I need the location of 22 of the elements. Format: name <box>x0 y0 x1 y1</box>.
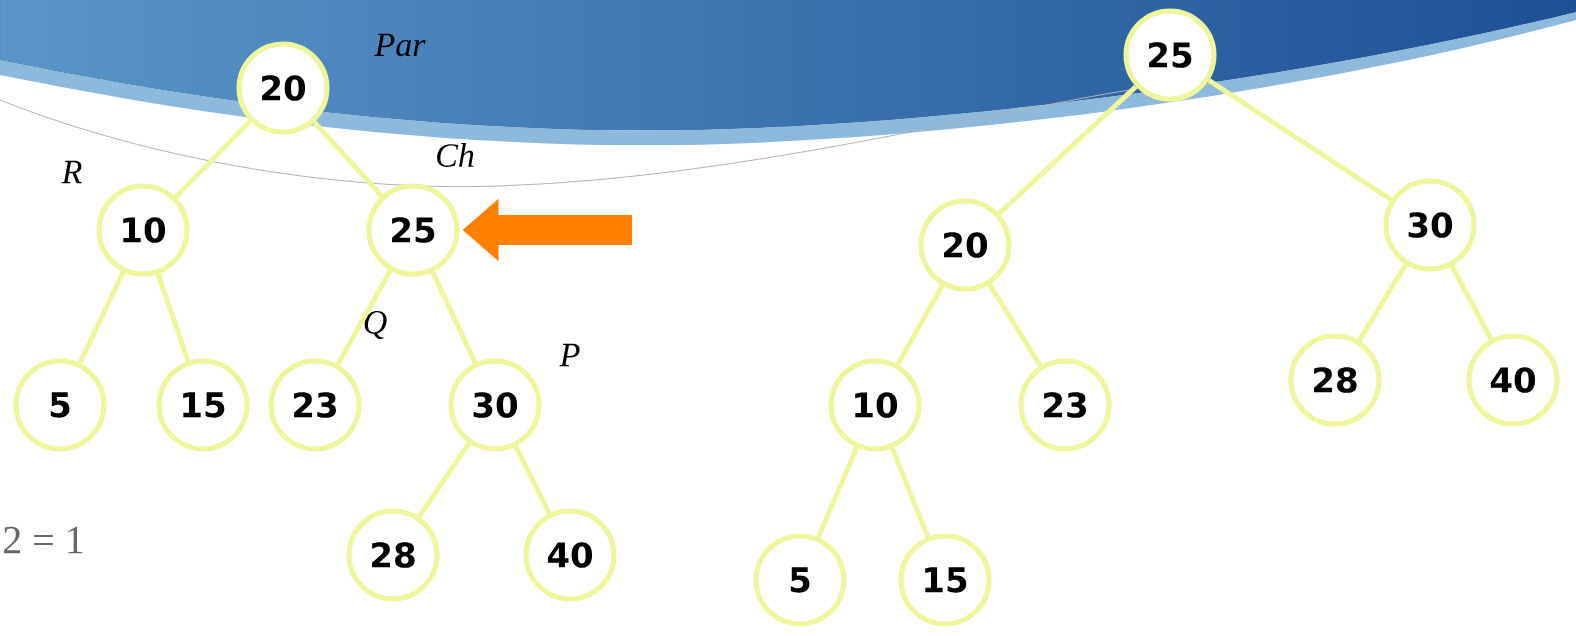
tree-edge <box>816 446 859 539</box>
tree-edge <box>155 273 191 362</box>
tree-edge <box>889 447 931 538</box>
tree-edge <box>430 271 478 364</box>
tree-edge <box>312 120 384 198</box>
node-label: Q <box>364 311 387 339</box>
tree-edge <box>513 445 552 515</box>
tree-edge <box>1357 263 1408 342</box>
tree-edge <box>173 119 253 199</box>
tree-edge <box>335 269 393 366</box>
node-label: R <box>61 160 82 184</box>
tree-edge <box>417 442 471 518</box>
equation-text: 2 = 1 <box>3 526 83 554</box>
node-label: P <box>559 343 580 367</box>
tree-edge <box>997 84 1138 216</box>
tree-edge <box>1207 78 1393 202</box>
tree-edge <box>987 283 1043 367</box>
tree-edge <box>77 270 126 365</box>
node-label: Par <box>374 33 426 57</box>
tree-edge <box>1449 264 1494 341</box>
tree-edge <box>895 284 945 366</box>
node-label: Ch <box>437 143 474 167</box>
